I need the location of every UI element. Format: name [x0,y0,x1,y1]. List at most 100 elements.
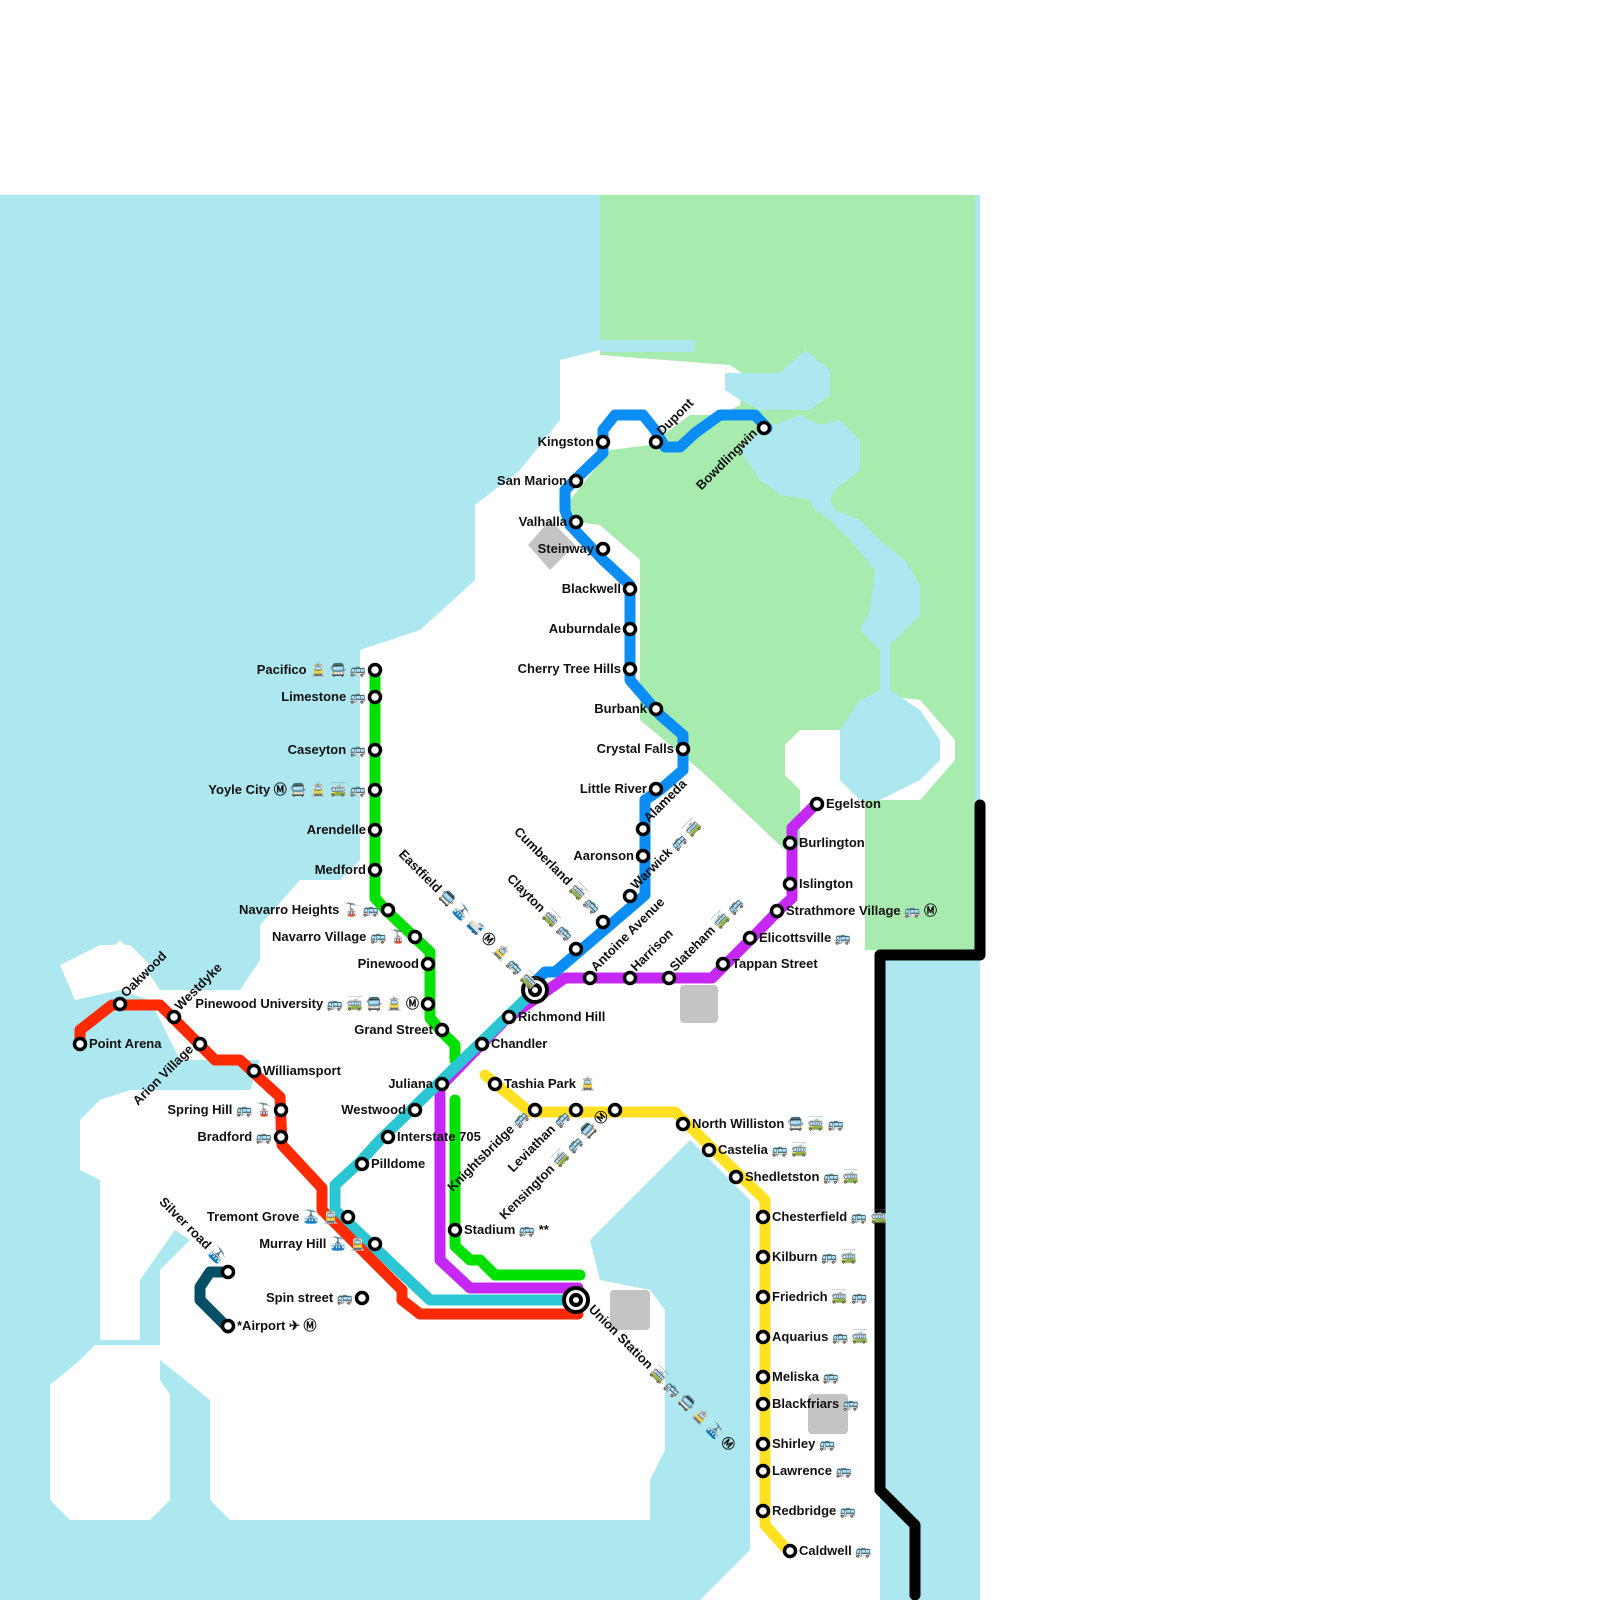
station-marker[interactable] [447,1222,463,1238]
station-lawrence[interactable]: Lawrence 🚌 [755,1463,852,1479]
station-marker[interactable] [273,1102,289,1118]
station-marker[interactable] [380,1129,396,1145]
station-marker[interactable] [701,1142,717,1158]
station-marker[interactable] [755,1463,771,1479]
station-marker[interactable] [595,914,611,930]
station-marker[interactable] [622,661,638,677]
station-tremont-grove[interactable]: Tremont Grove 🚠 🚊 [207,1209,356,1225]
station-pacifico[interactable]: Pacifico 🚊 🚍 🚌 [257,662,383,678]
station-marker[interactable] [755,1289,771,1305]
station-islington[interactable]: Islington [782,876,854,892]
station-marker[interactable] [675,1116,691,1132]
station-chesterfield[interactable]: Chesterfield 🚌 🚎 [755,1209,887,1225]
station-murray-hill[interactable]: Murray Hill 🚠 🚊 [259,1236,383,1252]
station-marker[interactable] [622,621,638,637]
station-marker[interactable] [782,835,798,851]
station-marker[interactable] [742,930,758,946]
station-tashia-park[interactable]: Tashia Park 🚊 [487,1076,596,1092]
station-marker[interactable] [728,1169,744,1185]
station-arendelle[interactable]: Arendelle [307,822,383,838]
station-point-arena[interactable]: Point Arena [72,1036,163,1052]
station-marker[interactable] [755,1329,771,1345]
station-marker[interactable] [434,1076,450,1092]
station-shirley[interactable]: Shirley 🚌 [755,1436,836,1452]
station-auburndale[interactable]: Auburndale [549,621,638,637]
station-marker[interactable] [755,1396,771,1412]
station-marker[interactable] [635,821,651,837]
station-pilldome[interactable]: Pilldome [354,1156,426,1172]
station-strathmore-village[interactable]: Strathmore Village 🚌 Ⓜ [769,903,938,919]
station-north-williston[interactable]: North Williston 🚍 🚎 🚌 [675,1116,844,1132]
station-spin-street[interactable]: Spin street 🚌 [266,1290,370,1306]
station-castelia[interactable]: Castelia 🚌 🚎 [701,1142,808,1158]
station-limestone[interactable]: Limestone 🚌 [281,689,383,705]
station-marker[interactable] [622,581,638,597]
station-pinewood-university[interactable]: Pinewood University 🚌 🚎 🚍 🚊 Ⓜ [195,996,436,1012]
station-marker[interactable] [755,1436,771,1452]
station-marker[interactable] [434,1022,450,1038]
station-marker[interactable] [595,434,611,450]
station-marker[interactable] [527,1102,543,1118]
station-marker[interactable] [661,970,677,986]
station-navarro-village[interactable]: Navarro Village 🚌 🚡 [272,929,423,945]
station-caldwell[interactable]: Caldwell 🚌 [782,1543,872,1559]
station-marker[interactable] [675,741,691,757]
station-juliana[interactable]: Juliana [388,1076,450,1092]
station-airport[interactable]: *Airport ✈ Ⓜ [220,1318,317,1334]
station-tappan-street[interactable]: Tappan Street [715,956,819,972]
station-marker[interactable] [354,1290,370,1306]
station-burbank[interactable]: Burbank [594,701,664,717]
station-marker[interactable] [220,1264,236,1280]
station-marker[interactable] [648,781,664,797]
station-kingston[interactable]: Kingston [538,434,611,450]
station-marker[interactable] [487,1076,503,1092]
station-williamsport[interactable]: Williamsport [246,1063,342,1079]
station-marker[interactable] [367,862,383,878]
station-marker[interactable] [192,1036,208,1052]
station-westwood[interactable]: Westwood [341,1102,423,1118]
station-marker[interactable] [367,742,383,758]
station-marker[interactable] [582,970,598,986]
station-crystal-falls[interactable]: Crystal Falls [597,741,691,757]
station-marker[interactable] [420,956,436,972]
station-bradford[interactable]: Bradford 🚌 [197,1129,289,1145]
station-stadium[interactable]: Stadium 🚌 ** [447,1222,550,1238]
station-chandler[interactable]: Chandler [474,1036,548,1052]
station-marker[interactable] [340,1209,356,1225]
station-marker[interactable] [769,903,785,919]
station-san-marion[interactable]: San Marion [497,473,584,489]
station-marker[interactable] [715,956,731,972]
station-marker[interactable] [635,848,651,864]
station-friedrich[interactable]: Friedrich 🚎 🚌 [755,1289,868,1305]
station-marker[interactable] [755,1503,771,1519]
station-marker[interactable] [568,514,584,530]
station-spring-hill[interactable]: Spring Hill 🚌 🚡 [167,1102,289,1118]
station-valhalla[interactable]: Valhalla [519,514,584,530]
station-yoyle-city[interactable]: Yoyle City Ⓜ 🚍 🚊 🚎 🚌 [208,782,383,798]
station-marker[interactable] [755,1249,771,1265]
station-marker[interactable] [755,1209,771,1225]
station-navarro-heights[interactable]: Navarro Heights 🚡 🚌 [239,902,396,918]
station-marker[interactable] [407,929,423,945]
station-marker[interactable] [568,941,584,957]
station-marker[interactable] [568,473,584,489]
station-marker[interactable] [380,902,396,918]
station-aquarius[interactable]: Aquarius 🚌 🚎 [755,1329,868,1345]
station-kilburn[interactable]: Kilburn 🚌 🚎 [755,1249,858,1265]
station-pinewood[interactable]: Pinewood [358,956,436,972]
station-marker[interactable] [420,996,436,1012]
station-medford[interactable]: Medford [315,862,383,878]
station-marker[interactable] [112,996,128,1012]
station-marker[interactable] [220,1318,236,1334]
station-marker[interactable] [782,1543,798,1559]
station-richmond-hill[interactable]: Richmond Hill [501,1009,606,1025]
station-burlington[interactable]: Burlington [782,835,865,851]
station-grand-street[interactable]: Grand Street [354,1022,450,1038]
station-aaronson[interactable]: Aaronson [573,848,651,864]
station-marker[interactable] [367,689,383,705]
station-marker[interactable] [622,970,638,986]
station-marker[interactable] [648,434,664,450]
station-marker[interactable] [407,1102,423,1118]
station-marker[interactable] [782,876,798,892]
station-redbridge[interactable]: Redbridge 🚌 [755,1503,857,1519]
